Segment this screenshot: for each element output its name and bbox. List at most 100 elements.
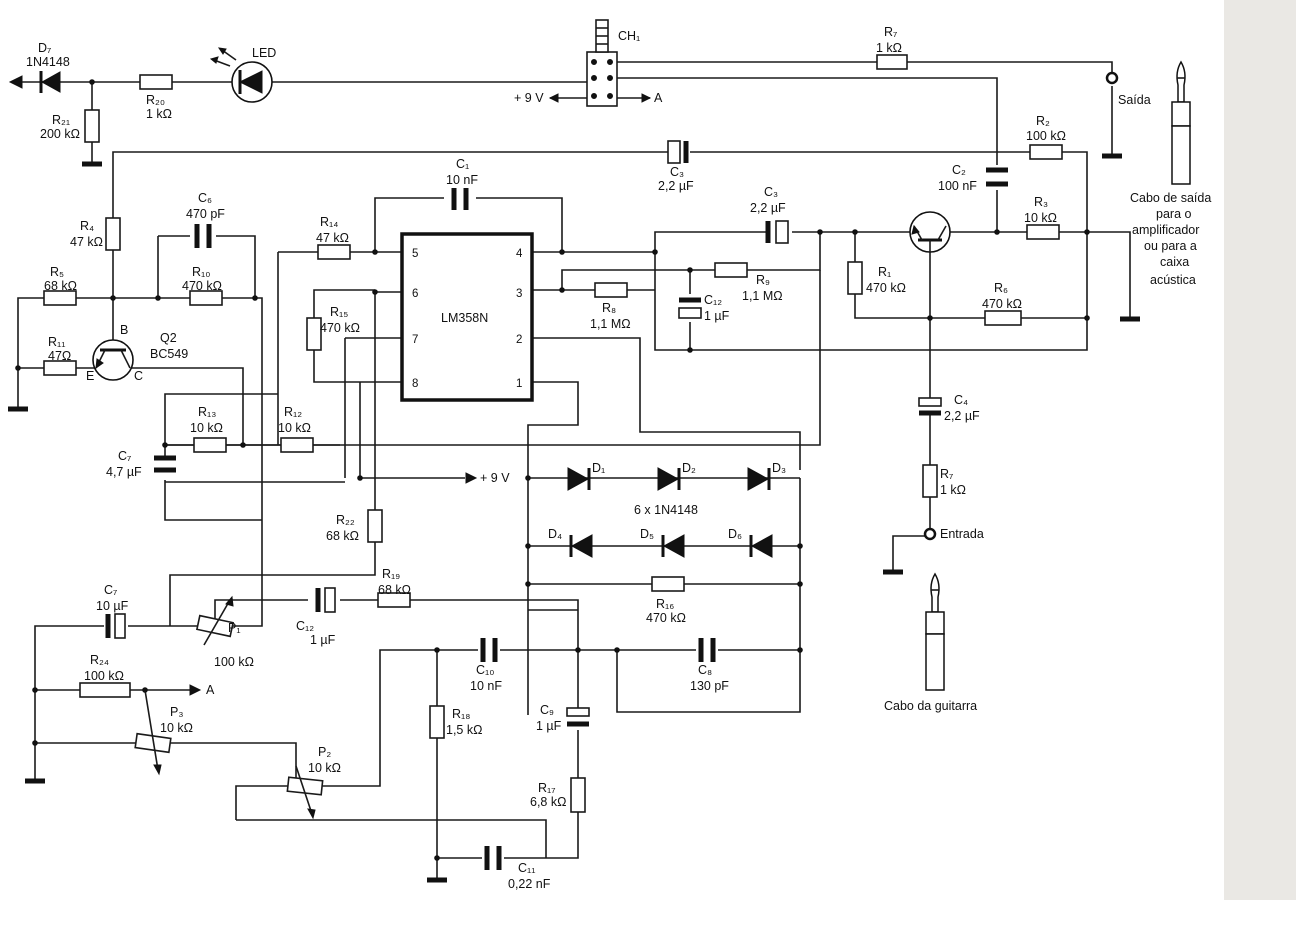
c8-label: C₈ [698,663,712,677]
ic-pin-7: 7 [412,334,418,346]
capacitors [105,140,1008,870]
r1-value: 470 kΩ [866,281,906,295]
r5-value: 68 kΩ [44,279,77,293]
c9-label: C₉ [540,703,554,717]
c11-label: C₁₁ [518,861,535,875]
r2-value: 100 kΩ [1026,129,1066,143]
r15-value: 470 kΩ [320,321,360,335]
c6-value: 470 pF [186,207,225,221]
switch-a: A [654,91,663,105]
ic-name: LM358N [441,311,488,325]
r3-value: 10 kΩ [1024,211,1057,225]
r8-value: 1,1 MΩ [590,317,631,331]
r18-value: 1,5 kΩ [446,723,482,737]
c2-value: 100 nF [938,179,977,193]
ic-pin-2: 2 [516,334,522,346]
r7b-value: 1 kΩ [940,483,966,497]
r1-label: R₁ [878,265,891,279]
input-terminal [923,527,937,541]
out-cable-line-2: para o [1156,207,1191,221]
r24-label: R₂₄ [90,653,109,667]
r24-value: 100 kΩ [84,669,124,683]
p3-value: 10 kΩ [160,721,193,735]
r7a-value: 1 kΩ [876,41,902,55]
r17-label: R₁₇ [538,781,556,795]
c2-label: C₂ [952,163,966,177]
output-cable-plug [1171,60,1191,185]
guitar-cable-plug [925,572,945,691]
r20-label: R₂₀ [146,93,165,107]
r21-value: 200 kΩ [40,127,80,141]
r10-label: R₁₀ [192,265,210,279]
plus9b-label: + 9 V [480,471,510,485]
c8-value: 130 pF [690,679,729,693]
cable-captions: Cabo de saída para o amplificador ou par… [884,191,1211,713]
d7-value: 1N4148 [26,55,70,69]
c11-value: 0,22 nF [508,877,551,891]
c4-label: C₄ [954,393,968,407]
r17-value: 6,8 kΩ [530,795,566,809]
q2-collector: C [134,369,143,383]
scan-edge [1224,0,1296,900]
r10-value: 470 kΩ [182,279,222,293]
p2-label: P₂ [318,745,331,759]
c12b-value: 1 µF [310,633,336,647]
switch-label: CH₁ [618,29,640,43]
transistor-q1 [909,211,951,253]
c3a-label: C₃ [670,165,684,179]
c3a-value: 2,2 µF [658,179,694,193]
output-terminal [1105,71,1119,85]
c3b-value: 2,2 µF [750,201,786,215]
r2-label: R₂ [1036,114,1050,128]
r7a-label: R₇ [884,25,897,39]
r13-label: R₁₃ [198,405,216,419]
resistors [43,54,1063,813]
d3-label: D₃ [772,461,786,475]
arrows [189,472,478,696]
ic-lm358n [400,232,534,402]
entrada-label: Entrada [940,527,984,541]
ic-pin-5: 5 [412,248,418,260]
c1-label: C₁ [456,157,469,171]
potentiometers [134,595,324,820]
ic-pin-1: 1 [516,378,522,390]
ic-pin-6: 6 [412,288,418,300]
d6-label: D₆ [728,527,742,541]
led [209,47,273,103]
guitar-cable-caption: Cabo da guitarra [884,699,977,713]
d7-label: D₇ [38,41,51,55]
p2-value: 10 kΩ [308,761,341,775]
transistor-q2 [92,339,134,381]
c12b-label: C₁₂ [296,619,314,633]
r22-label: R₂₂ [336,513,355,527]
q2-value: BC549 [150,347,188,361]
labels: R₂₀ 1 kΩ R₂₁ 200 kΩ R₇ 1 kΩ Saída R₂ 100… [40,25,1151,891]
c6-label: C₆ [198,191,212,205]
r18-label: R₁₈ [452,707,470,721]
ic-pin-3: 3 [516,288,522,300]
switch-plus9v: + 9 V [514,91,544,105]
c4-value: 2,2 µF [944,409,980,423]
c7a-label: C₇ [118,449,131,463]
r19-label: R₁₉ [382,567,400,581]
out-cable-line-3: amplificador [1132,223,1199,237]
r14-value: 47 kΩ [316,231,349,245]
r15-label: R₁₅ [330,305,348,319]
c7b-label: C₇ [104,583,117,597]
r14-label: R₁₄ [320,215,338,229]
r12-value: 10 kΩ [278,421,311,435]
q2-label: Q2 [160,331,177,345]
d5-label: D₅ [640,527,654,541]
r5-label: R₅ [50,265,64,279]
diodes-label: 6 x 1N4148 [634,503,698,517]
d2-label: D₂ [682,461,696,475]
c12a-label: C₁₂ [704,293,722,307]
r19-value: 68 kΩ [378,583,411,597]
r4-label: R₄ [80,219,94,233]
switch-ch1 [548,19,652,107]
r16-label: R₁₆ [656,597,674,611]
c7b-value: 10 µF [96,599,129,613]
r8-label: R₈ [602,301,616,315]
p3-label: P₃ [170,705,183,719]
